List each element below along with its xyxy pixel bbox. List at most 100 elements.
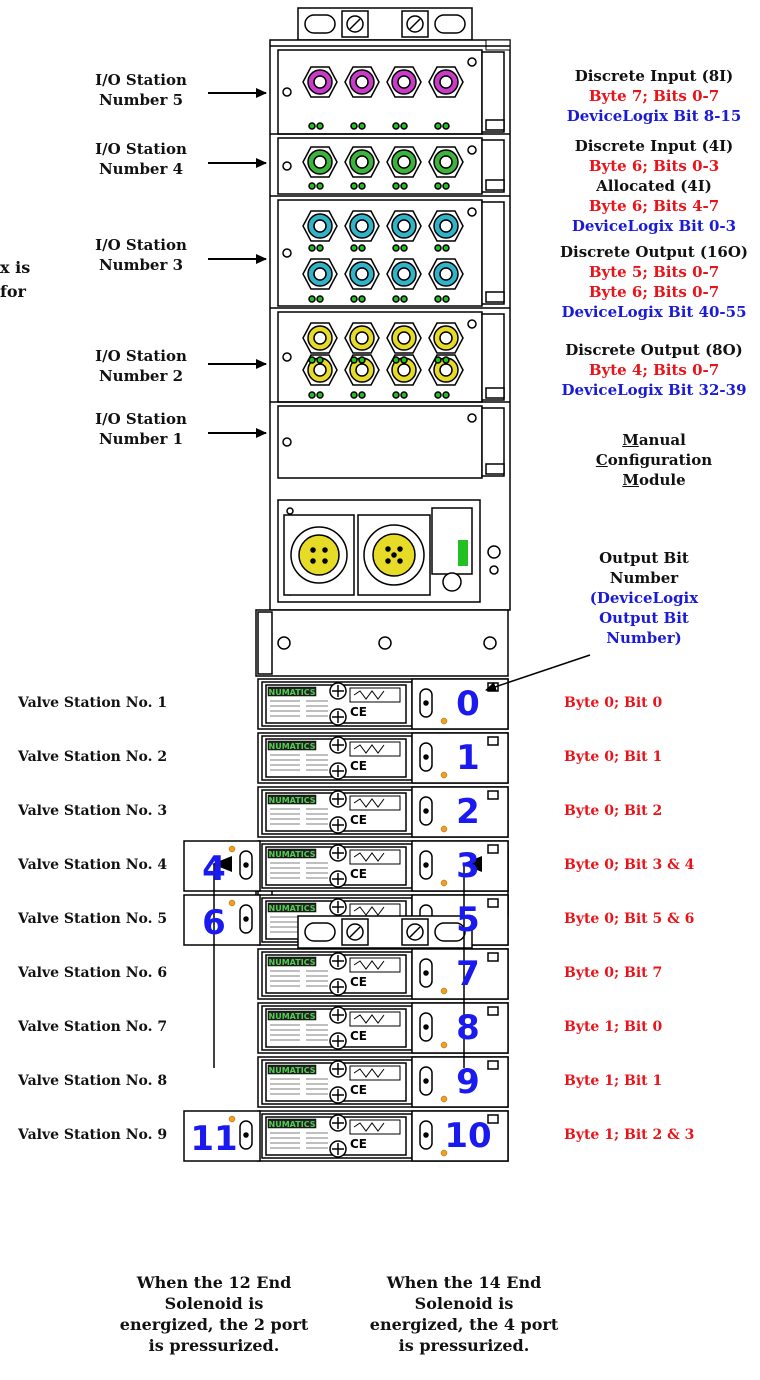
brand-text: NUMATICS [269,850,316,859]
output-bit-number: 1 [440,741,496,775]
valve-byte-bit: Byte 0; Bit 1 [564,749,662,765]
m12-connector [429,211,463,241]
brand-text: NUMATICS [269,1066,316,1075]
output-bit-number-12-end: 6 [186,906,242,940]
led-indicator [393,392,399,398]
note-12-end: When the 12 End Solenoid is energized, t… [114,1272,314,1356]
led-indicator [351,183,357,189]
m12-connector [429,259,463,289]
io-desc-station-3: Discrete Output (16O) Byte 5; Bits 0-7 B… [554,242,754,322]
manual-configuration-module-label: Manual Configuration Module [584,430,724,490]
m12-connector [429,147,463,177]
led-indicator [351,123,357,129]
led-indicator [401,183,407,189]
m12-connector [345,67,379,97]
manifold-upper-block [256,610,508,676]
brand-text: NUMATICS [269,742,316,751]
brand-text: NUMATICS [269,958,316,967]
m12-connector [345,259,379,289]
valve-byte-bit: Byte 1; Bit 2 & 3 [564,1127,694,1143]
ce-mark: CE [350,1083,367,1097]
ce-mark: CE [350,867,367,881]
led-indicator [351,357,357,363]
led-indicator [309,357,315,363]
led-indicator [359,183,365,189]
output-bit-heading: Output Bit Number (DeviceLogix Output Bi… [574,548,714,648]
m12-connector [387,67,421,97]
m12-connector [303,211,337,241]
led-indicator [309,392,315,398]
led-indicator [309,296,315,302]
valve-byte-bit: Byte 0; Bit 0 [564,695,662,711]
valve-byte-bit: Byte 0; Bit 2 [564,803,662,819]
io-modules [270,46,510,478]
note-14-end: When the 14 End Solenoid is energized, t… [364,1272,564,1356]
led-indicator [317,296,323,302]
io-desc-station-5: Discrete Input (8I) Byte 7; Bits 0-7 Dev… [554,66,754,126]
led-indicator [435,392,441,398]
output-bit-number-12-end: 4 [186,852,242,886]
ce-mark: CE [350,705,367,719]
valve-station-label: Valve Station No. 9 [18,1127,167,1143]
brand-text: NUMATICS [269,1120,316,1129]
led-indicator [435,123,441,129]
led-indicator [309,245,315,251]
m12-connector [345,323,379,353]
valve-station-label: Valve Station No. 5 [18,911,167,927]
led-indicator [393,296,399,302]
io-desc-station-4: Discrete Input (4I) Byte 6; Bits 0-3 All… [554,136,754,236]
brand-text: NUMATICS [269,796,316,805]
output-bit-number: 7 [440,957,496,991]
io-module-5 [270,46,510,134]
led-indicator [351,392,357,398]
led-indicator [435,296,441,302]
led-indicator [435,183,441,189]
valve-station-label: Valve Station No. 7 [18,1019,167,1035]
led-indicator [393,183,399,189]
partial-text-1: x is [0,258,30,278]
io-module-3 [270,196,510,306]
partial-text-2: for [0,282,26,302]
led-indicator [401,357,407,363]
led-indicator [393,123,399,129]
top-end-plate [298,8,472,40]
led-indicator [359,123,365,129]
m12-connector [303,259,337,289]
m12-connector [387,323,421,353]
led-indicator [317,392,323,398]
valve-station-label: Valve Station No. 8 [18,1073,167,1089]
led-indicator [309,123,315,129]
m12-connector [429,67,463,97]
m12-connector [345,211,379,241]
valve-byte-bit: Byte 0; Bit 3 & 4 [564,857,694,873]
output-bit-number: 3 [440,849,496,883]
valve-station-label: Valve Station No. 3 [18,803,167,819]
brand-text: NUMATICS [269,904,316,913]
io-desc-station-2: Discrete Output (8O) Byte 4; Bits 0-7 De… [554,340,754,400]
led-indicator [401,245,407,251]
led-indicator [359,296,365,302]
ce-mark: CE [350,975,367,989]
output-bit-number: 9 [440,1065,496,1099]
led-indicator [443,183,449,189]
brand-text: NUMATICS [269,1012,316,1021]
m12-connector [429,323,463,353]
output-bit-number: 8 [440,1011,496,1045]
ce-mark: CE [350,813,367,827]
communication-module [278,500,500,602]
valve-byte-bit: Byte 1; Bit 1 [564,1073,662,1089]
led-indicator [435,357,441,363]
led-indicator [359,357,365,363]
led-indicator [309,183,315,189]
io-arrows [208,93,266,433]
io-module-4 [270,134,510,194]
led-indicator [435,245,441,251]
valve-station-label: Valve Station No. 2 [18,749,167,765]
output-bit-number: 10 [440,1119,496,1153]
output-bit-number: 0 [440,687,496,721]
valve-byte-bit: Byte 0; Bit 7 [564,965,662,981]
valve-station-label: Valve Station No. 4 [18,857,167,873]
